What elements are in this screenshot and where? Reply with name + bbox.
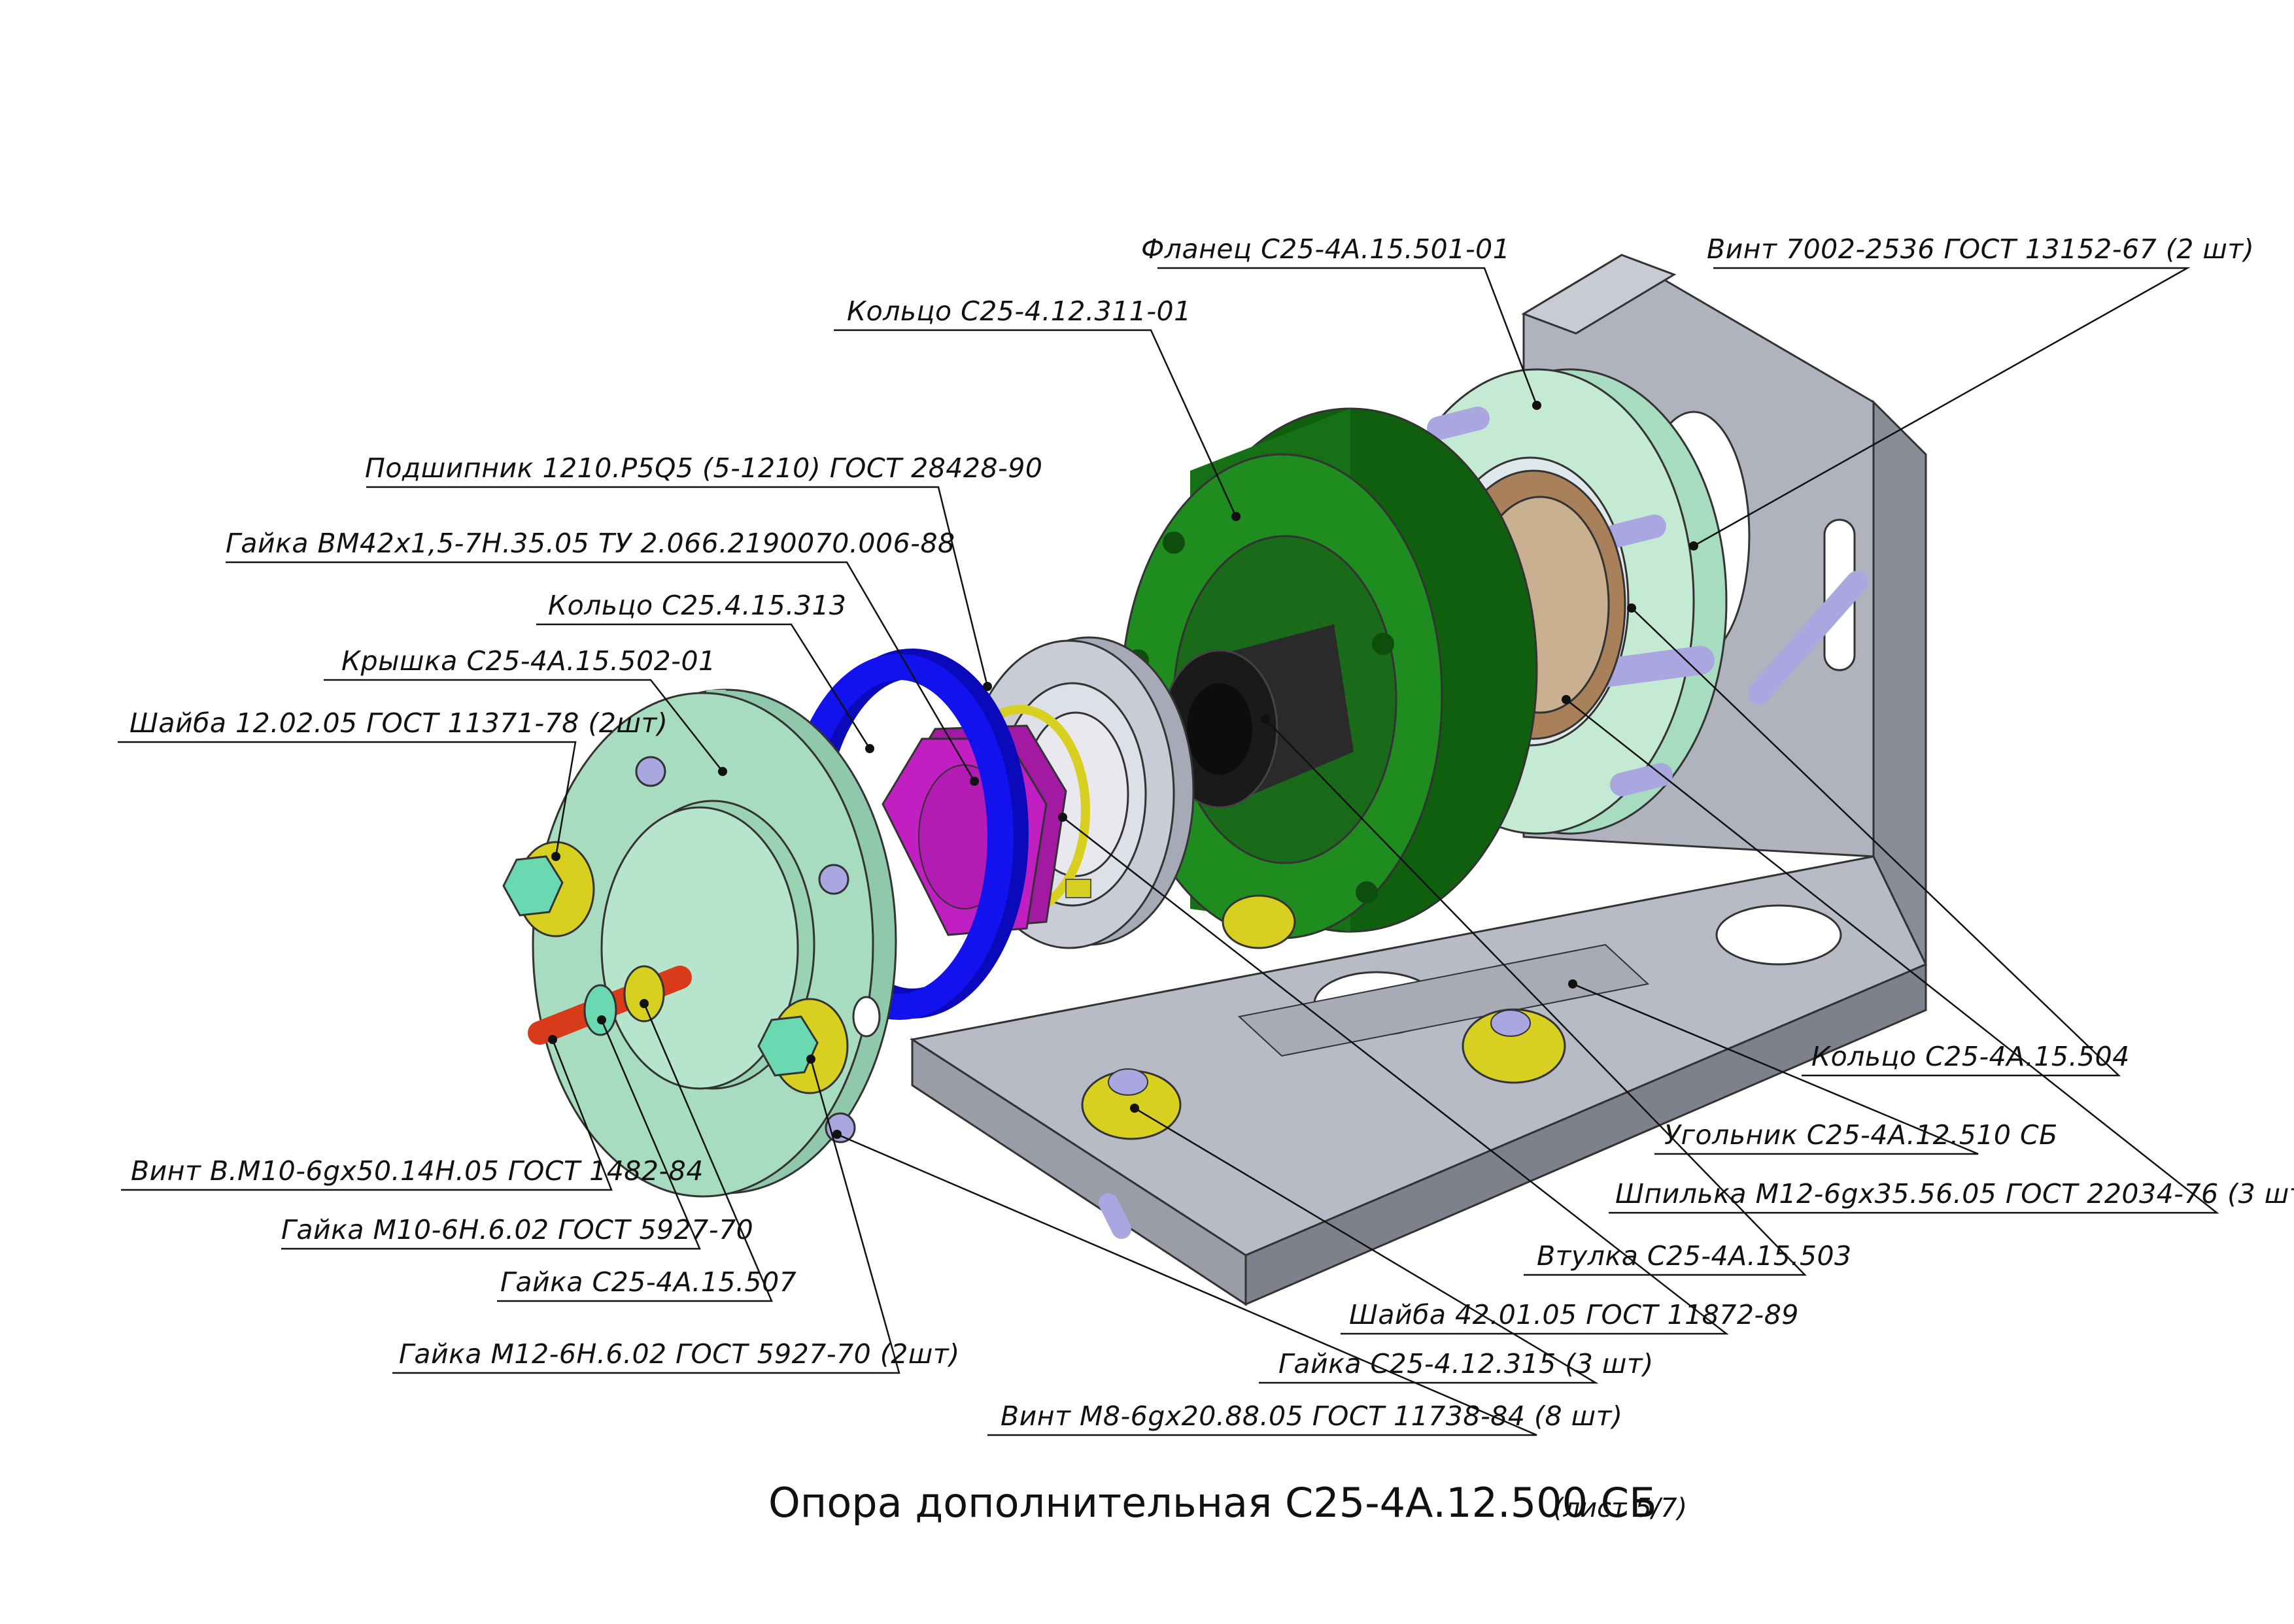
leader-lines xyxy=(118,267,2219,1436)
label-gaika-m12: Гайка М12-6Н.6.02 ГОСТ 5927-70 (2шт) xyxy=(399,1338,960,1370)
label-shaiba-42: Шайба 42.01.05 ГОСТ 11872-89 xyxy=(1349,1299,1799,1330)
bracket-base-side xyxy=(911,1038,1247,1306)
label-kolco-504: Кольцо С25-4А.15.504 xyxy=(1811,1041,2130,1072)
housing-hole xyxy=(1372,633,1394,655)
label-vint-m10: Винт В.М10-6gх50.14Н.05 ГОСТ 1482-84 xyxy=(131,1155,704,1187)
cover-hole xyxy=(852,996,881,1038)
bracket-wall-top xyxy=(1521,254,1677,335)
leader-dots xyxy=(548,401,1698,1139)
round-nut xyxy=(882,724,1067,936)
title-main: Опора дополнительная С25-4А.12.500 СБ xyxy=(768,1479,1657,1527)
label-gaika-vm42: Гайка ВМ42х1,5-7Н.35.05 ТУ 2.066.2190070… xyxy=(226,528,955,559)
label-shaiba-12: Шайба 12.02.05 ГОСТ 11371-78 (2шт) xyxy=(129,707,668,739)
part-labels: Фланец С25-4А.15.501-01 Винт 7002-2536 Г… xyxy=(129,233,2294,1432)
label-gaika-315: Гайка С25-4.12.315 (3 шт) xyxy=(1278,1348,1654,1379)
label-vint-7002: Винт 7002-2536 ГОСТ 13152-67 (2 шт) xyxy=(1707,233,2254,265)
label-shpilka: Шпилька М12-6gх35.56.05 ГОСТ 22034-76 (3… xyxy=(1615,1178,2294,1210)
label-vint-m8: Винт М8-6gх20.88.05 ГОСТ 11738-84 (8 шт) xyxy=(1001,1400,1623,1432)
label-kolco-311: Кольцо С25-4.12.311-01 xyxy=(847,296,1191,327)
label-gaika-507: Гайка С25-4А.15.507 xyxy=(500,1266,796,1298)
nut-m12-left xyxy=(502,841,595,938)
label-flanec: Фланец С25-4А.15.501-01 xyxy=(1141,233,1510,265)
label-ugolnik: Угольник С25-4А.12.510 СБ xyxy=(1664,1119,2058,1151)
cover xyxy=(532,688,897,1198)
long-screw xyxy=(1748,571,1868,704)
housing-hole xyxy=(1356,881,1378,904)
stud xyxy=(1603,515,1666,548)
base-nut xyxy=(1462,1008,1566,1084)
base-nut xyxy=(1081,1068,1182,1140)
label-kryshka: Крышка С25-4А.15.502-01 xyxy=(341,645,716,677)
bracket-wall-side xyxy=(1872,399,1927,965)
stud xyxy=(1610,763,1673,796)
screw-m10-assembly xyxy=(528,965,692,1045)
nut-m12-right xyxy=(757,998,849,1094)
stud xyxy=(1588,646,1715,688)
base-slot xyxy=(1237,943,1650,1057)
stud xyxy=(1427,407,1490,440)
title-sheet: (лист 5/7) xyxy=(1553,1493,1687,1523)
label-podshipnik: Подшипник 1210.Р5Q5 (5-1210) ГОСТ 28428-… xyxy=(365,452,1043,484)
drawing-title: Опора дополнительная С25-4А.12.500 СБ (л… xyxy=(768,1479,1687,1527)
base-nut xyxy=(1222,894,1296,949)
cover-screw-head xyxy=(635,756,666,787)
stud-under-base xyxy=(1099,1193,1131,1239)
cover-screw-head xyxy=(818,864,849,895)
label-gaika-m10: Гайка М10-6Н.6.02 ГОСТ 5927-70 xyxy=(281,1214,753,1245)
label-kolco-313: Кольцо С25.4.15.313 xyxy=(548,590,847,621)
base-hole xyxy=(1715,904,1842,966)
housing-hole xyxy=(1163,532,1185,554)
label-vtulka: Втулка С25-4А.15.503 xyxy=(1537,1240,1852,1272)
